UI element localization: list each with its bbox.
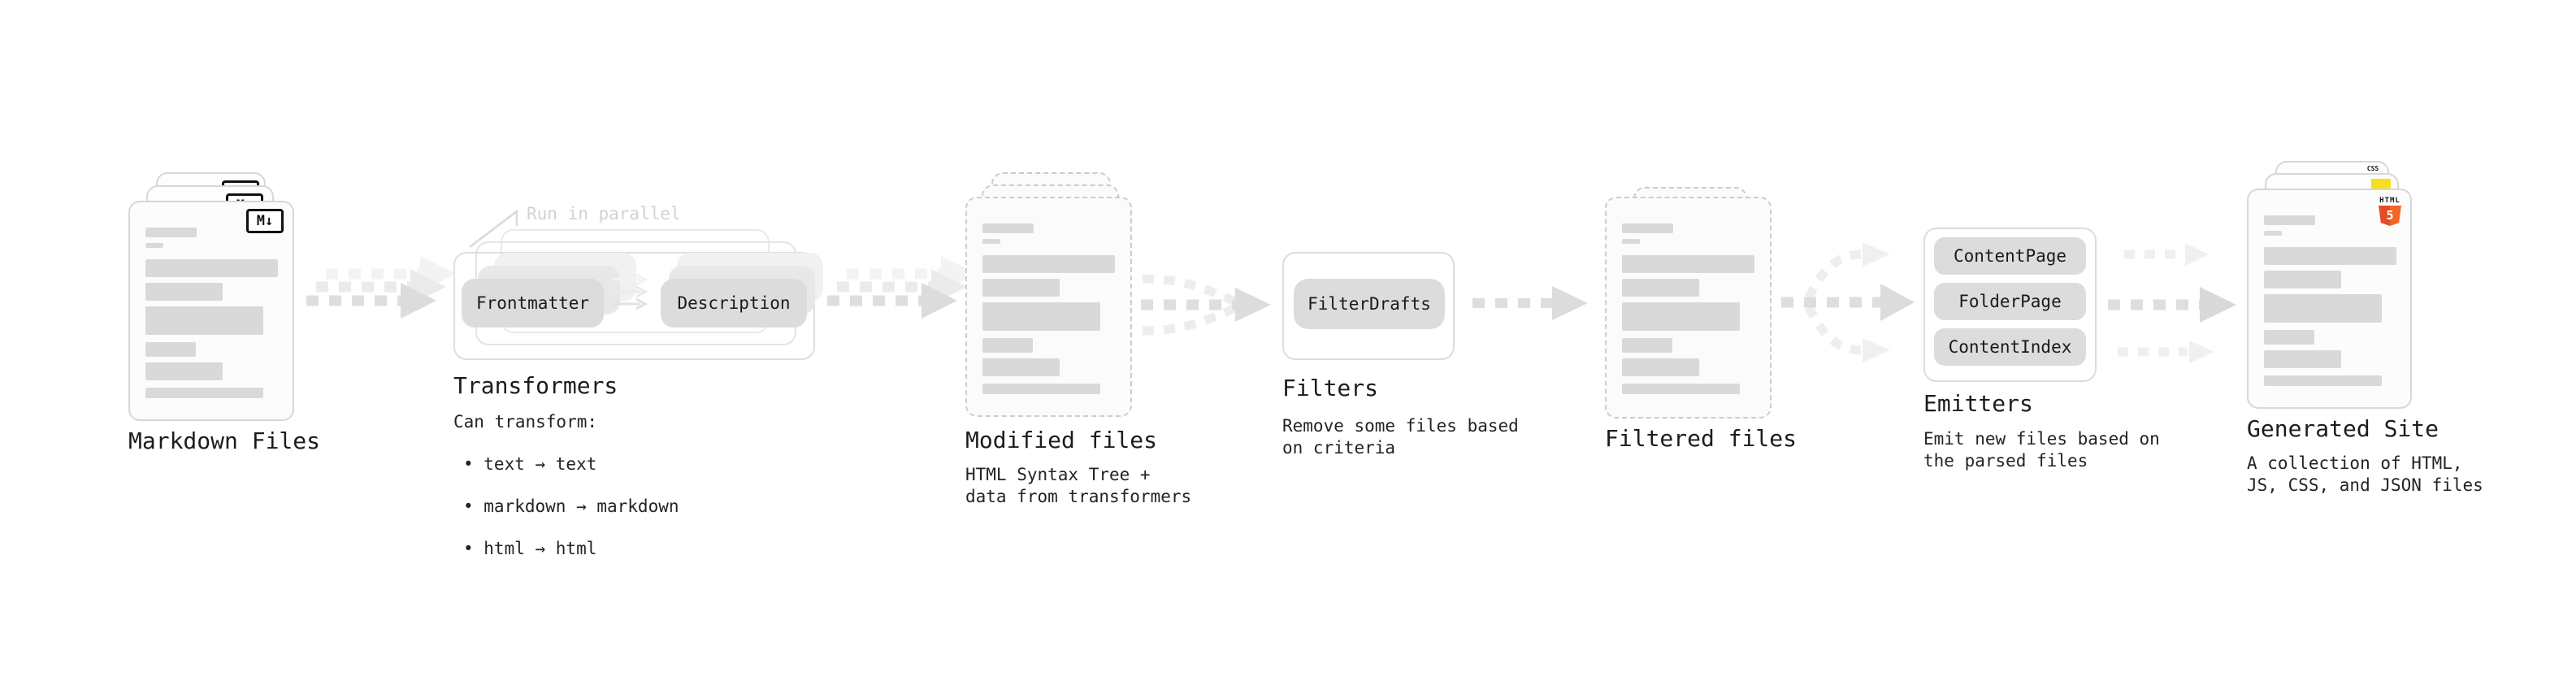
html5-icon: HTML 5 [2378,197,2402,226]
transformer-step-frontmatter: Frontmatter [462,279,604,327]
bullet-item: • html → html [463,539,597,558]
modified-files-description: HTML Syntax Tree + data from transformer… [965,465,1192,506]
filtered-doc-front [1605,197,1772,419]
emitter-step-contentindex: ContentIndex [1934,328,2086,366]
filters-label: Filters [1282,375,1379,401]
modified-doc-front [965,197,1132,417]
transformers-subheading: Can transform: [453,412,598,432]
emitters-label: Emitters [1923,390,2033,417]
markdown-doc-front: M↓ [128,201,294,421]
emitter-step-folderpage: FolderPage [1934,283,2086,320]
annotation-connector-line [469,209,518,248]
emitters-description: Emit new files based on the parsed files [1923,429,2160,471]
flow-arrow-split-to-emitters [1781,242,1915,362]
filtered-files-label: Filtered files [1605,425,1798,452]
filters-description: Remove some files based on criteria [1282,416,1519,458]
bullet-item: • text → text [463,454,597,474]
generated-site-description: A collection of HTML, JS, CSS, and JSON … [2247,453,2483,495]
modified-files-label: Modified files [965,427,1158,453]
transformers-bullets: • text → text • markdown → markdown • ht… [463,432,679,580]
flow-arrows-emitters-to-site [2108,243,2236,363]
transformers-label: Transformers [453,372,618,399]
markdown-files-label: Markdown Files [128,427,321,454]
bullet-item: • markdown → markdown [463,497,679,516]
flow-arrow-merge-to-filters [1141,274,1271,336]
flow-arrow-markdown-to-transformers [306,256,456,319]
filter-step-filterdrafts: FilterDrafts [1294,279,1445,329]
run-in-parallel-label: Run in parallel [527,204,681,223]
site-doc-front: HTML 5 [2247,189,2412,409]
flow-arrow-transformers-to-modified [827,256,977,319]
generated-site-label: Generated Site [2247,415,2439,442]
flow-arrow-filters-to-filtered [1472,286,1588,320]
transformer-step-description: Description [661,279,807,327]
markdown-icon: M↓ [246,209,284,233]
parallel-mini-arrows [613,273,648,310]
emitter-step-contentpage: ContentPage [1934,237,2086,275]
